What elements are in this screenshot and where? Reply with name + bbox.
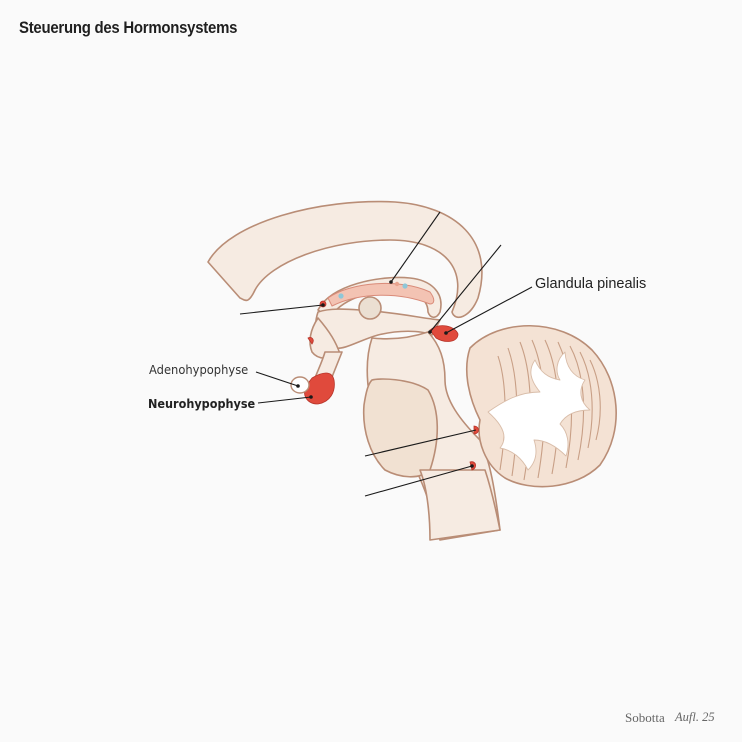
page-title: Steuerung des Hormonsystems (19, 18, 238, 37)
interthalamic-adhesion (358, 296, 382, 320)
leader-dot-left (321, 303, 325, 307)
leader-line-bottom (364, 465, 473, 497)
leader-dot-top (389, 280, 393, 284)
leader-line-neuro (257, 396, 312, 404)
leader-dot-adeno (296, 384, 300, 388)
leader-line-left (239, 304, 324, 315)
subfornical-mark (307, 337, 314, 345)
leader-line-top (390, 211, 441, 283)
fornix-band (327, 283, 435, 307)
glandula-pinealis-shape (429, 325, 459, 342)
leader-dot-postrema (470, 464, 474, 468)
leader-line-adeno (255, 371, 299, 387)
label-neurohypophyse: Neurohypophyse (148, 396, 256, 411)
label-adenohypophyse: Adenohypophyse (149, 362, 249, 377)
leader-dot-pineal (444, 331, 448, 335)
blue-dot-right (402, 283, 408, 289)
neurohypophyse-shape (304, 372, 335, 405)
pink-dot (394, 281, 400, 287)
leader-line-pineal (445, 286, 533, 334)
leader-dot-neuro (309, 395, 313, 399)
footer-edition: Aufl. 25 (675, 710, 715, 724)
label-glandula-pinealis: Glandula pinealis (535, 276, 647, 292)
footer-brand: Sobotta (625, 710, 665, 725)
leader-line-mid (364, 429, 477, 457)
spinal-cord (419, 469, 501, 541)
adenohypophyse-shape (290, 376, 310, 394)
leader-line-upper-right (429, 244, 502, 333)
arbor-vitae (487, 351, 591, 471)
cerebral-hemisphere-outline (207, 200, 483, 319)
leader-dot-upper-right (428, 330, 432, 334)
pons (362, 378, 439, 478)
brainstem-mark (473, 425, 479, 435)
blue-dot-left (338, 293, 344, 299)
